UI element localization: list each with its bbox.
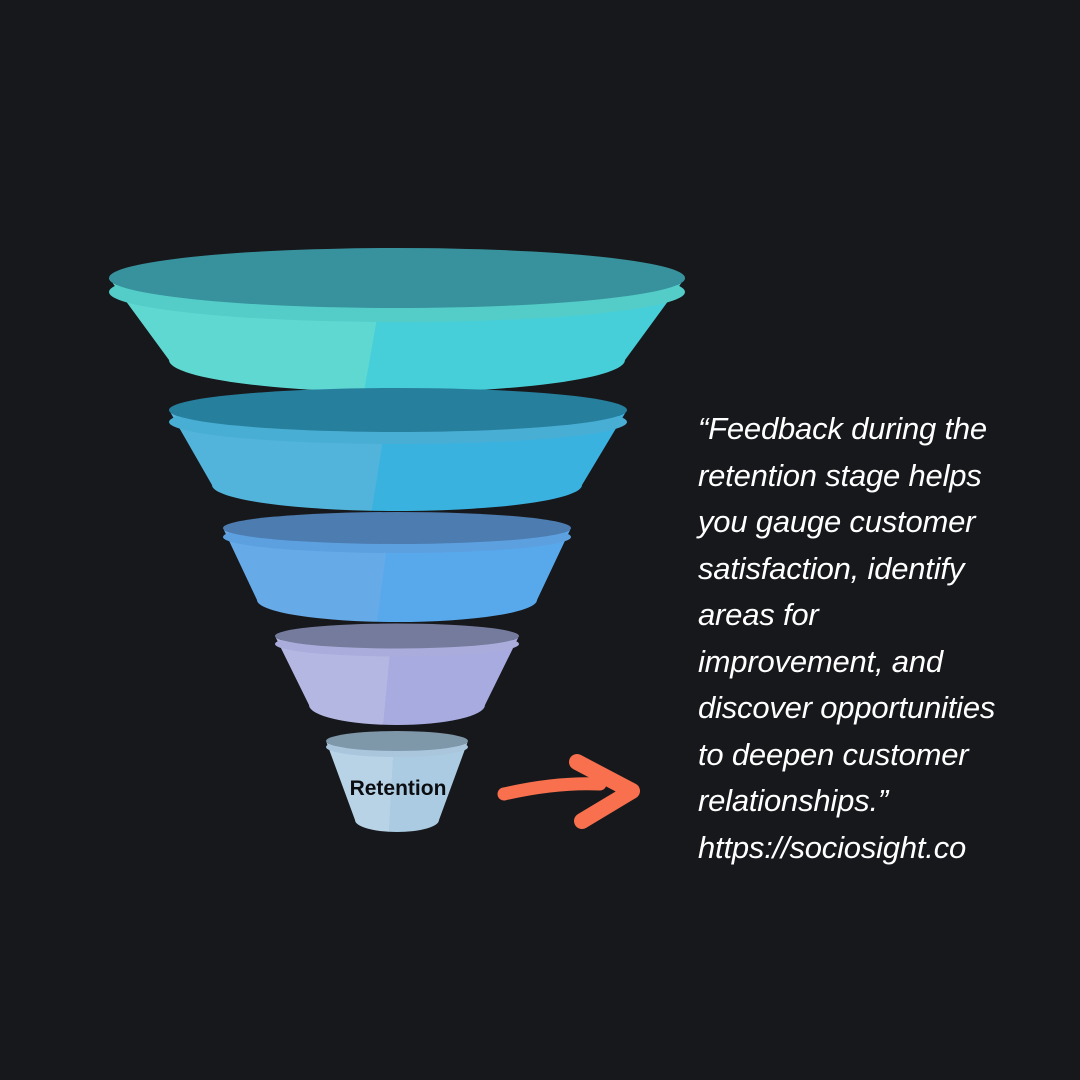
arrow-right-icon: [497, 754, 640, 829]
funnel-tier-5: [326, 731, 468, 832]
funnel-tier-4: [275, 623, 519, 725]
funnel-tier-1: [109, 248, 685, 392]
quote-text: “Feedback during the retention stage hel…: [698, 411, 996, 865]
funnel-tier-3: [223, 512, 571, 622]
funnel-stage-label: Retention: [350, 777, 447, 800]
funnel-tier-2: [169, 388, 627, 511]
